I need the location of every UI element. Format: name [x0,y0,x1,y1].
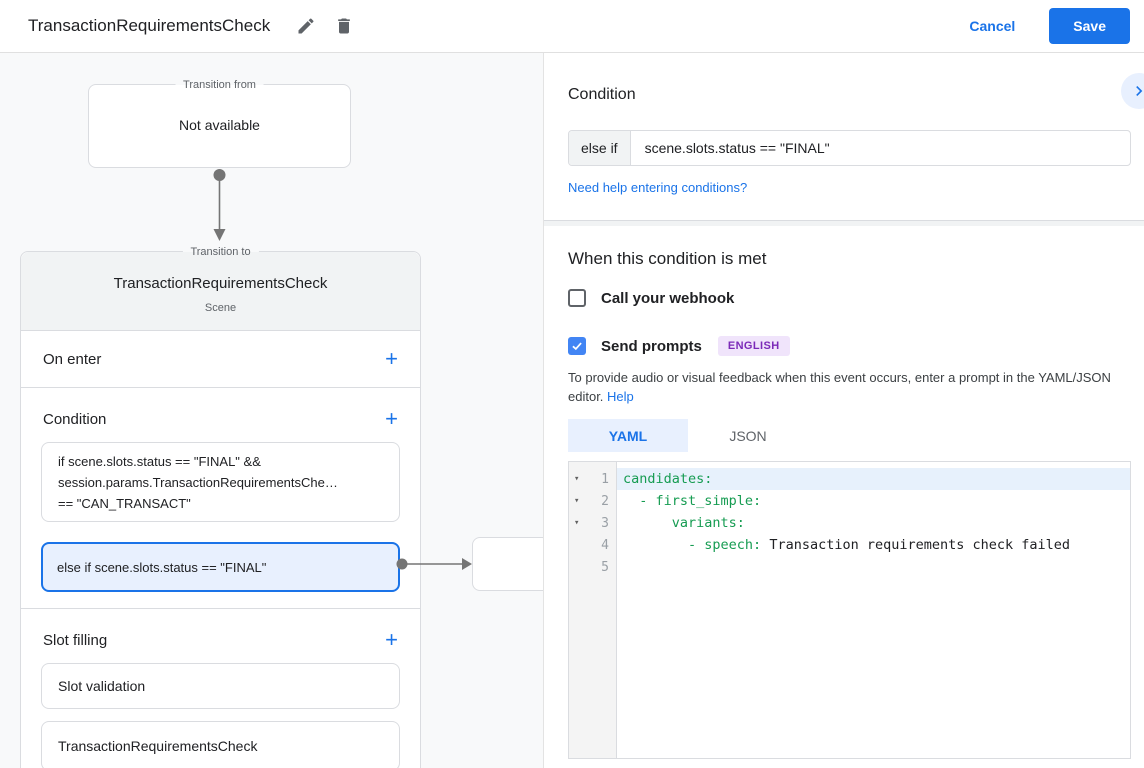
code-line-4: - speech: Transaction requirements check… [617,534,1130,556]
gutter-line-2: ▾ 2 [569,490,616,512]
arrowhead-down-icon [213,229,226,241]
editor-gutter: ▾ 1 ▾ 2 ▾ 3 4 5 [569,462,617,758]
slot-item-transaction-check[interactable]: TransactionRequirementsCheck [41,721,400,768]
transition-to-legend: Transition to [182,244,259,260]
delete-icon[interactable] [334,16,354,36]
line-number: 5 [601,559,609,575]
condition-item-elseif-text: else if scene.slots.status == "FINAL" [57,559,267,575]
chevron-right-icon [1136,86,1143,96]
condition-item-if-line3: == "CAN_TRANSACT" [58,496,191,511]
call-webhook-row[interactable]: Call your webhook [568,289,1120,307]
slot-filling-section-header: Slot filling + [21,609,420,663]
on-enter-label: On enter [43,350,102,368]
code-line-2: - first_simple: [617,490,1130,512]
indent [623,515,672,531]
prompt-editor-description: To provide audio or visual feedback when… [568,368,1120,406]
line-number: 1 [601,471,609,487]
tab-yaml[interactable]: YAML [568,419,688,452]
code-line-1: candidates: [617,468,1130,490]
scene-graph-canvas: Transition from Not available Transition… [0,53,543,768]
send-prompts-label: Send prompts [601,337,702,355]
arrowhead-right-icon [462,558,472,570]
yaml-key: - first_simple: [639,493,762,509]
edit-icon[interactable] [296,16,316,36]
yaml-key: - speech: [688,537,762,553]
gutter-line-1: ▾ 1 [569,468,616,490]
condition-item-if-line2: session.params.TransactionRequirementsCh… [58,475,338,490]
top-bar-actions: Cancel Save [969,8,1130,44]
collapse-panel-button[interactable] [1121,73,1144,109]
scene-card-subtitle: Scene [204,302,237,314]
slot-filling-label: Slot filling [43,631,108,649]
condition-section-header: Condition + [21,388,420,442]
send-prompts-row[interactable]: Send prompts ENGLISH [568,336,1120,356]
save-button[interactable]: Save [1049,8,1130,44]
language-badge: ENGLISH [717,336,790,356]
scene-card-header[interactable]: TransactionRequirementsCheck Scene [21,252,420,331]
indent [623,537,688,553]
condition-section-label: Condition [43,410,107,428]
gutter-line-5: 5 [569,556,616,578]
condition-prefix: else if [569,131,631,165]
transition-from-legend: Transition from [175,77,264,93]
panel-title: Condition [568,86,636,103]
when-condition-met-heading: When this condition is met [568,249,767,268]
condition-editor-panel: Condition else if scene.slots.status == … [543,53,1144,768]
scene-card-title: TransactionRequirementsCheck [113,275,328,292]
indent [623,493,639,509]
help-link[interactable]: Help [607,389,634,404]
condition-item-if[interactable]: if scene.slots.status == "FINAL" && sess… [41,442,400,522]
fold-arrow-icon[interactable]: ▾ [574,474,580,484]
gutter-line-3: ▾ 3 [569,512,616,534]
gutter-line-4: 4 [569,534,616,556]
line-number: 2 [601,493,609,509]
editor-format-tabs: YAML JSON [568,419,1131,452]
send-prompts-checkbox-checked[interactable] [568,337,586,355]
scene-card: Transition to TransactionRequirementsChe… [20,244,421,768]
code-area[interactable]: candidates: - first_simple: variants: - … [617,462,1130,758]
yaml-key: candidates: [623,471,713,487]
yaml-key: variants: [671,515,745,531]
top-bar: TransactionRequirementsCheck Cancel Save [0,0,1144,53]
panel-divider [544,220,1144,226]
line-number: 4 [601,537,609,553]
section-divider [21,608,420,609]
transition-from-content: Not available [179,117,260,133]
on-enter-row: On enter + [21,331,420,388]
add-slot-button[interactable]: + [385,627,398,652]
checkmark-icon [572,342,582,351]
webhook-checkbox-unchecked[interactable] [568,289,586,307]
page-title: TransactionRequirementsCheck [28,16,271,35]
yaml-value: Transaction requirements check failed [761,537,1071,553]
fold-arrow-icon[interactable]: ▾ [574,496,580,506]
cancel-button[interactable]: Cancel [969,18,1016,34]
slot-item-validation[interactable]: Slot validation [41,663,400,709]
condition-expression-input[interactable]: scene.slots.status == "FINAL" [644,140,830,156]
condition-item-if-line1: if scene.slots.status == "FINAL" && [58,454,261,469]
code-editor: ▾ 1 ▾ 2 ▾ 3 4 5 candidates: - first_sim [568,461,1131,759]
transition-target-box[interactable] [472,537,543,591]
connector-dot [213,169,226,181]
line-number: 3 [601,515,609,531]
description-text: To provide audio or visual feedback when… [568,370,1111,404]
fold-arrow-icon[interactable]: ▾ [574,518,580,528]
condition-expression-field: else if scene.slots.status == "FINAL" [568,130,1131,166]
tab-json[interactable]: JSON [729,427,767,444]
transition-from-box: Transition from Not available [88,77,351,168]
condition-item-elseif-selected[interactable]: else if scene.slots.status == "FINAL" [41,542,400,592]
conditions-help-link[interactable]: Need help entering conditions? [568,180,748,195]
code-line-5 [617,556,1130,578]
add-condition-button[interactable]: + [385,406,398,431]
add-on-enter-button[interactable]: + [385,346,398,371]
code-line-3: variants: [617,512,1130,534]
webhook-label: Call your webhook [601,289,735,307]
